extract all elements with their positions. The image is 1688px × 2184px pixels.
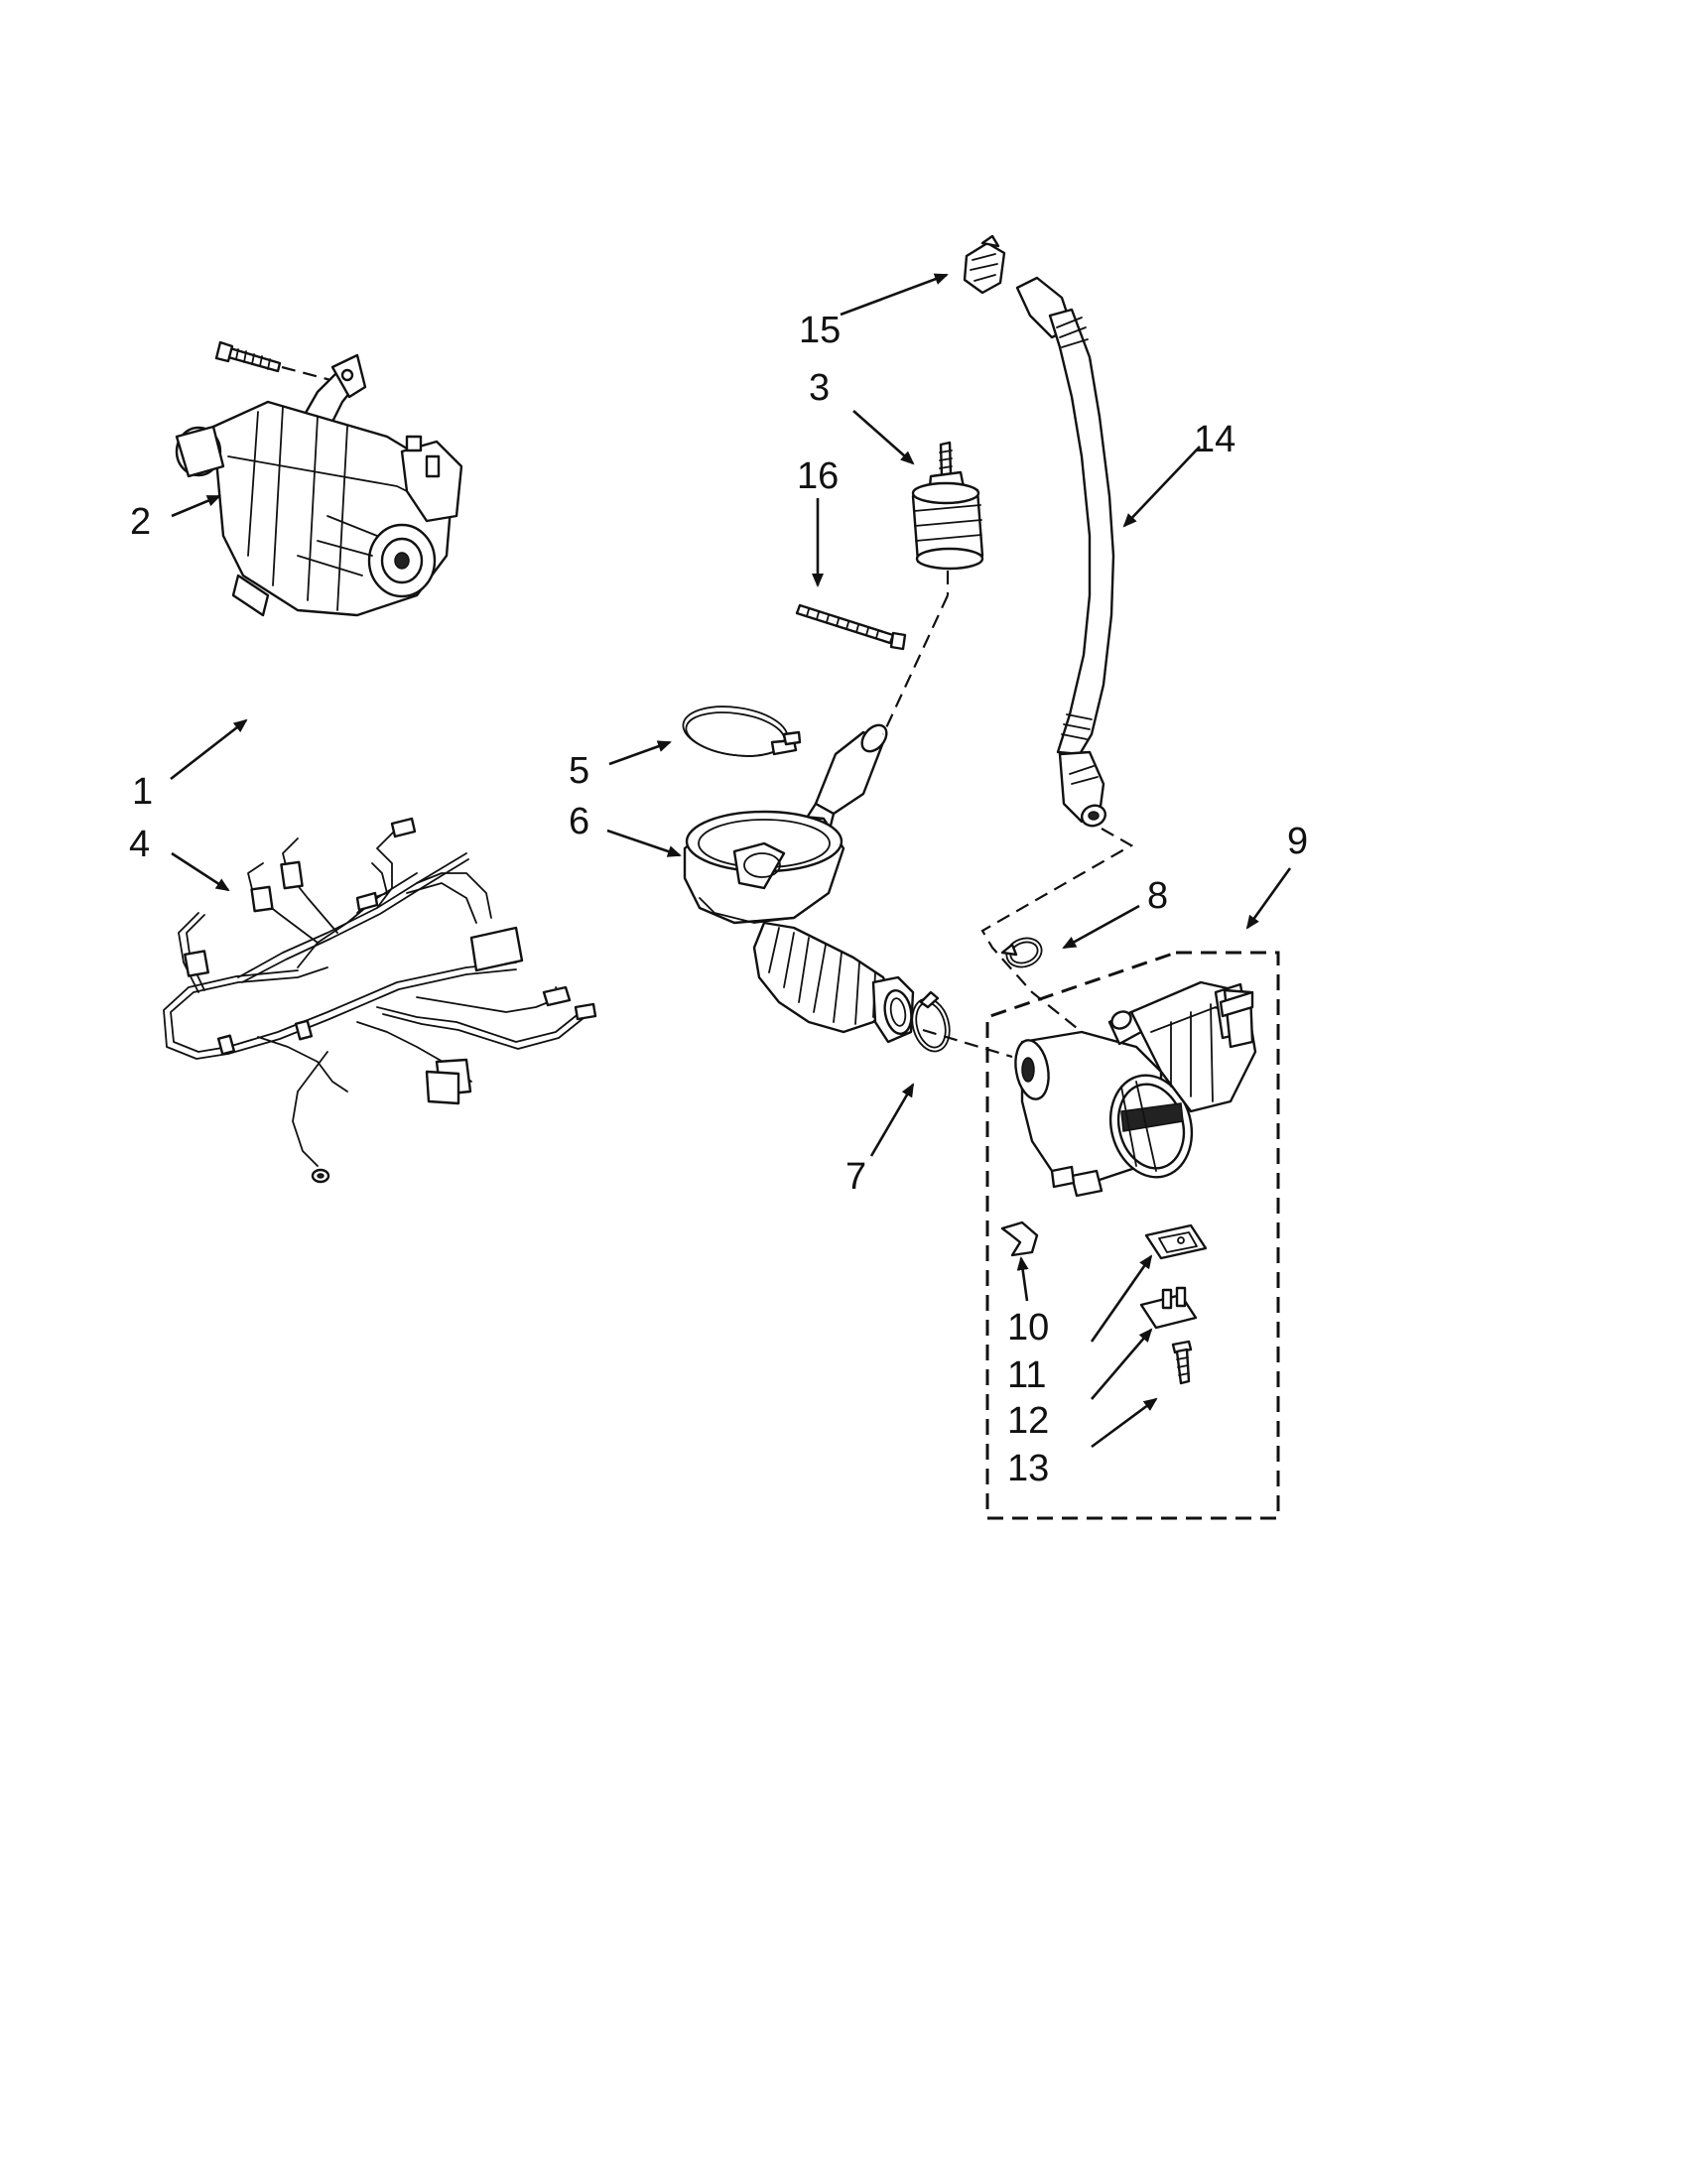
callout-7: 7	[845, 1156, 866, 1198]
part-9-drain-pump	[985, 951, 1280, 1520]
part-13-screw	[1171, 1340, 1193, 1385]
part-10-clip	[1000, 1220, 1039, 1257]
part-15-hose-clip	[963, 234, 1006, 295]
callout-12: 12	[1007, 1400, 1049, 1442]
part-5-clamp	[682, 706, 802, 757]
callout-1: 1	[132, 771, 153, 813]
part-7-clamp	[911, 990, 951, 1053]
assembly-lines	[882, 594, 1134, 1059]
callout-2: 2	[130, 501, 151, 543]
callout-4: 4	[129, 824, 150, 865]
part-1-motor	[175, 353, 463, 617]
part-6-sump-bellows	[683, 723, 915, 1044]
part-4-wire-harness	[163, 817, 597, 1184]
part-3-air-dome	[911, 441, 984, 595]
callout-3: 3	[809, 367, 830, 409]
part-11-pad	[1144, 1223, 1208, 1260]
part-8-clamp	[1000, 937, 1043, 968]
callout-5: 5	[569, 750, 589, 792]
part-16-cable-tie	[795, 603, 907, 651]
callout-11: 11	[1007, 1354, 1046, 1396]
part-2-screw	[214, 340, 358, 389]
callout-10: 10	[1007, 1307, 1049, 1349]
part-12-bracket	[1139, 1286, 1198, 1330]
callout-15: 15	[799, 310, 841, 351]
callout-8: 8	[1147, 875, 1168, 917]
callout-labels: 1 2 3 4 5 6 7 8 9 10 11 12 13 14 15 16	[129, 310, 1308, 1489]
part-14-drain-hose	[1015, 276, 1115, 828]
callout-9: 9	[1287, 821, 1308, 862]
callout-16: 16	[797, 455, 839, 497]
callout-13: 13	[1007, 1448, 1049, 1489]
callout-14: 14	[1194, 419, 1235, 460]
leader-lines	[170, 273, 1292, 1449]
callout-6: 6	[569, 801, 589, 842]
